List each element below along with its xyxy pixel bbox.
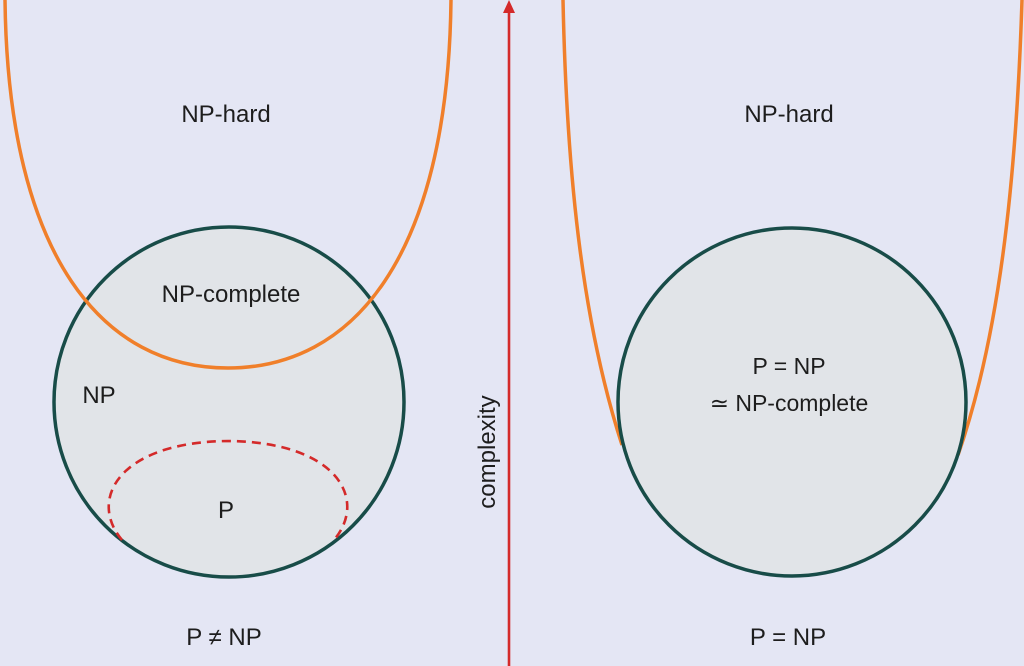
left-panel: NP-hard NP-complete NP P P ≠ NP: [3, 0, 453, 651]
right-np-hard-label: NP-hard: [744, 101, 833, 128]
right-np-circle: [616, 226, 968, 578]
right-center-label-line2: ≃ NP-complete: [710, 390, 869, 416]
right-np-hard-curve: [561, 0, 1024, 456]
left-np-label: NP: [82, 382, 115, 409]
right-center-label-line1: P = NP: [752, 353, 825, 379]
complexity-axis-label: complexity: [474, 395, 501, 508]
complexity-axis-arrowhead-icon: [503, 0, 515, 13]
left-np-complete-label: NP-complete: [162, 281, 301, 308]
right-panel: NP-hard P = NP ≃ NP-complete P = NP: [561, 0, 1024, 651]
left-p-dashed-region: [107, 439, 349, 541]
left-np-circle: [52, 225, 406, 579]
right-caption: P = NP: [750, 624, 826, 651]
left-np-hard-curve: [3, 0, 453, 370]
left-p-label: P: [218, 497, 234, 524]
left-np-hard-label: NP-hard: [181, 101, 270, 128]
complexity-axis: complexity: [474, 0, 515, 666]
left-caption: P ≠ NP: [186, 624, 261, 651]
